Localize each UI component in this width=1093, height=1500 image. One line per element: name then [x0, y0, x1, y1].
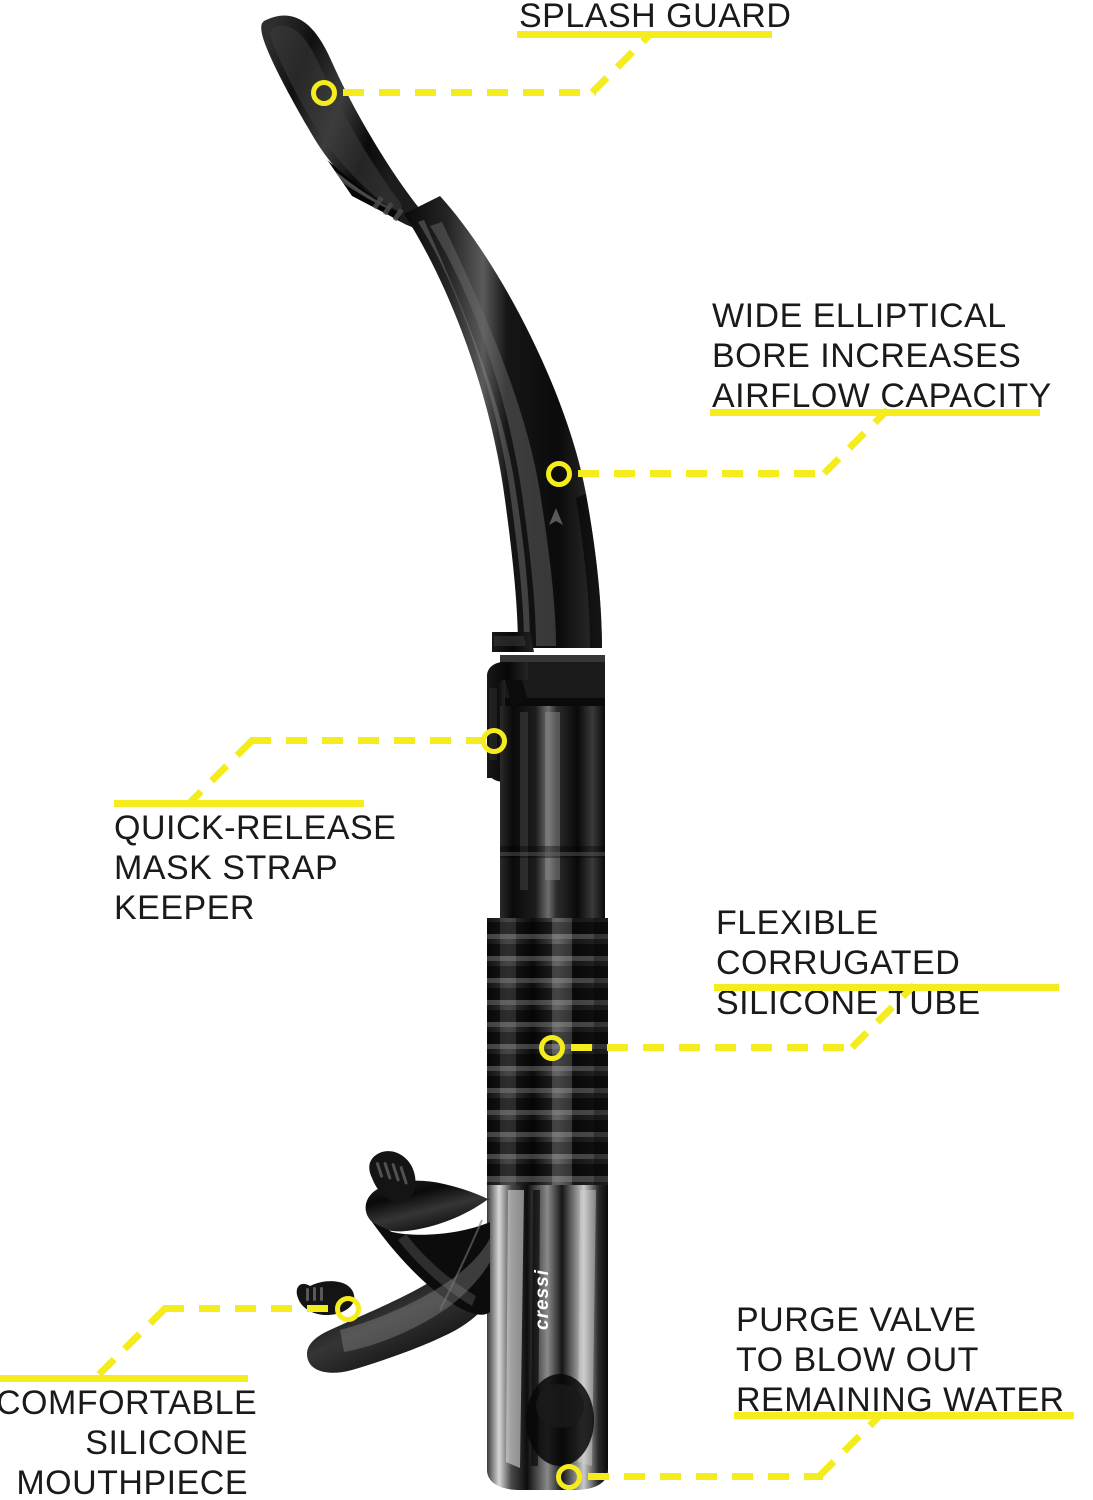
callout-silicone-tube-leader-horizontal — [571, 1044, 856, 1051]
purge-valve-part: cressi — [487, 1185, 608, 1490]
callout-mask-strap-keeper-leader-horizontal — [250, 737, 483, 744]
callout-mouthpiece-rule — [0, 1375, 248, 1382]
upper-curved-tube — [404, 196, 602, 648]
callout-splash-guard-marker — [311, 80, 337, 106]
callout-purge-valve-leader-horizontal — [588, 1473, 823, 1480]
splash-guard-part — [261, 15, 427, 229]
callout-purge-valve-rule — [734, 1412, 1074, 1419]
brand-logo: cressi — [532, 1269, 553, 1330]
callout-mask-strap-keeper-rule — [114, 800, 364, 807]
callout-mouthpiece-leader-horizontal — [163, 1305, 338, 1312]
callout-silicone-tube-rule — [714, 984, 1059, 991]
callout-airflow-marker — [546, 461, 572, 487]
callout-silicone-tube-label: FLEXIBLE CORRUGATED SILICONE TUBE — [716, 904, 981, 1022]
svg-text:cressi: cressi — [532, 1269, 553, 1330]
callout-mask-strap-keeper-label: QUICK-RELEASE MASK STRAP KEEPER — [114, 809, 397, 927]
callout-splash-guard-leader-horizontal — [343, 89, 596, 96]
callout-silicone-tube-marker — [539, 1035, 565, 1061]
mask-strap-keeper-part — [487, 632, 605, 920]
lower-bite-ribs — [306, 1287, 323, 1301]
callout-mouthpiece-marker — [335, 1296, 361, 1322]
callout-mask-strap-keeper-marker — [481, 728, 507, 754]
callout-airflow-label: WIDE ELLIPTICAL BORE INCREASES AIRFLOW C… — [712, 297, 1052, 415]
callout-purge-valve-label: PURGE VALVE TO BLOW OUT REMAINING WATER — [736, 1301, 1065, 1419]
callout-mouthpiece-label: COMFORTABLE SILICONE MOUTHPIECE — [0, 1384, 258, 1500]
callout-splash-guard-label: SPLASH GUARD — [519, 0, 792, 35]
corrugation-ridges — [487, 922, 608, 1182]
mouthpiece-part — [296, 1151, 490, 1373]
callout-airflow-leader-horizontal — [578, 470, 828, 477]
bite-tab-ribs — [375, 1162, 408, 1185]
callout-airflow-rule — [710, 409, 1040, 416]
callout-purge-valve-marker — [556, 1464, 582, 1490]
